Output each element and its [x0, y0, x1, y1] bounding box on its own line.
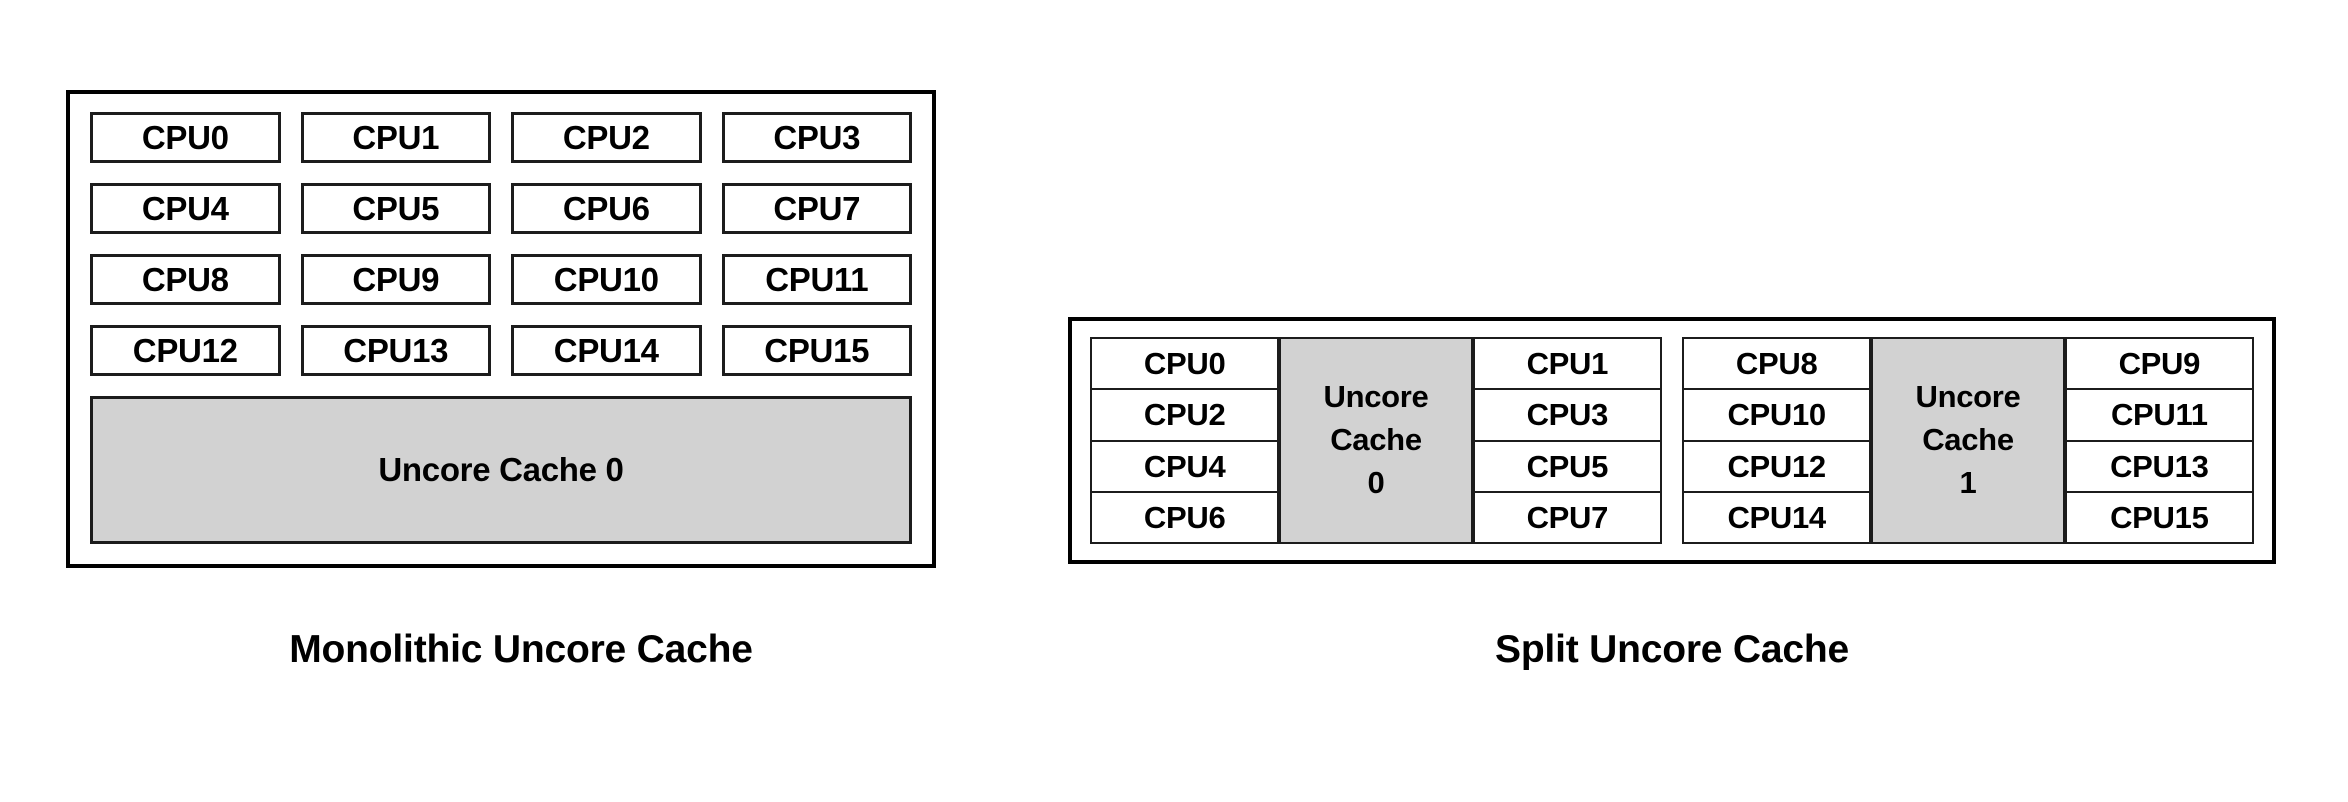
cpu-box: CPU0	[90, 112, 281, 163]
uncore-cache-block: Uncore Cache 0	[1279, 337, 1473, 544]
cpu-box: CPU15	[721, 325, 912, 376]
cpu-box: CPU13	[2064, 439, 2254, 491]
cpu-box: CPU8	[1682, 337, 1872, 389]
cpu-box: CPU9	[300, 254, 491, 305]
cpu-box: CPU5	[1472, 439, 1662, 491]
cpu-box: CPU6	[511, 183, 702, 234]
split-panel: CPU0 CPU2 CPU4 CPU6 Uncore Cache 0 CPU1 …	[1068, 317, 2276, 564]
cpu-box: CPU10	[1682, 388, 1872, 440]
cpu-box: CPU11	[721, 254, 912, 305]
cpu-box: CPU12	[1682, 439, 1872, 491]
monolithic-figure: CPU0 CPU1 CPU2 CPU3 CPU4 CPU5 CPU6 CPU7 …	[66, 90, 936, 568]
cpu-column-left: CPU8 CPU10 CPU12 CPU14	[1682, 337, 1872, 544]
monolithic-caption: Monolithic Uncore Cache	[289, 628, 753, 671]
cpu-box: CPU0	[1090, 337, 1280, 389]
split-caption: Split Uncore Cache	[1495, 628, 1849, 671]
cpu-box: CPU6	[1090, 490, 1280, 544]
uncore-cache-line: Cache	[1922, 422, 2014, 458]
cpu-box: CPU13	[300, 325, 491, 376]
cpu-box: CPU8	[90, 254, 281, 305]
cpu-box: CPU7	[721, 183, 912, 234]
uncore-cache-line: Cache	[1330, 422, 1422, 458]
uncore-cache-block: Uncore Cache 1	[1871, 337, 2065, 544]
cpu-box: CPU4	[90, 183, 281, 234]
cluster: CPU8 CPU10 CPU12 CPU14 Uncore Cache 1 CP…	[1682, 337, 2254, 544]
cpu-box: CPU1	[1472, 337, 1662, 389]
monolithic-panel: CPU0 CPU1 CPU2 CPU3 CPU4 CPU5 CPU6 CPU7 …	[66, 90, 936, 568]
uncore-cache-line: 0	[1367, 464, 1385, 500]
cluster: CPU0 CPU2 CPU4 CPU6 Uncore Cache 0 CPU1 …	[1090, 337, 1662, 544]
cpu-box: CPU1	[300, 112, 491, 163]
cpu-box: CPU14	[1682, 490, 1872, 544]
uncore-cache-line: Uncore	[1323, 379, 1429, 415]
split-figure: CPU0 CPU2 CPU4 CPU6 Uncore Cache 0 CPU1 …	[1068, 317, 2276, 564]
cpu-box: CPU4	[1090, 439, 1280, 491]
cpu-box: CPU3	[721, 112, 912, 163]
cpu-box: CPU10	[511, 254, 702, 305]
uncore-cache-block: Uncore Cache 0	[90, 396, 912, 544]
cpu-box: CPU11	[2064, 388, 2254, 440]
cpu-box: CPU3	[1472, 388, 1662, 440]
cpu-box: CPU15	[2064, 490, 2254, 544]
cpu-box: CPU12	[90, 325, 281, 376]
cpu-column-left: CPU0 CPU2 CPU4 CPU6	[1090, 337, 1280, 544]
cpu-box: CPU2	[1090, 388, 1280, 440]
monolithic-cpu-grid: CPU0 CPU1 CPU2 CPU3 CPU4 CPU5 CPU6 CPU7 …	[90, 112, 912, 376]
cpu-column-right: CPU9 CPU11 CPU13 CPU15	[2064, 337, 2254, 544]
cpu-box: CPU9	[2064, 337, 2254, 389]
uncore-cache-line: Uncore	[1915, 379, 2021, 415]
cpu-box: CPU2	[511, 112, 702, 163]
cpu-box: CPU7	[1472, 490, 1662, 544]
cpu-box: CPU5	[300, 183, 491, 234]
cpu-column-right: CPU1 CPU3 CPU5 CPU7	[1472, 337, 1662, 544]
uncore-cache-line: 1	[1959, 464, 1977, 500]
cpu-box: CPU14	[511, 325, 702, 376]
